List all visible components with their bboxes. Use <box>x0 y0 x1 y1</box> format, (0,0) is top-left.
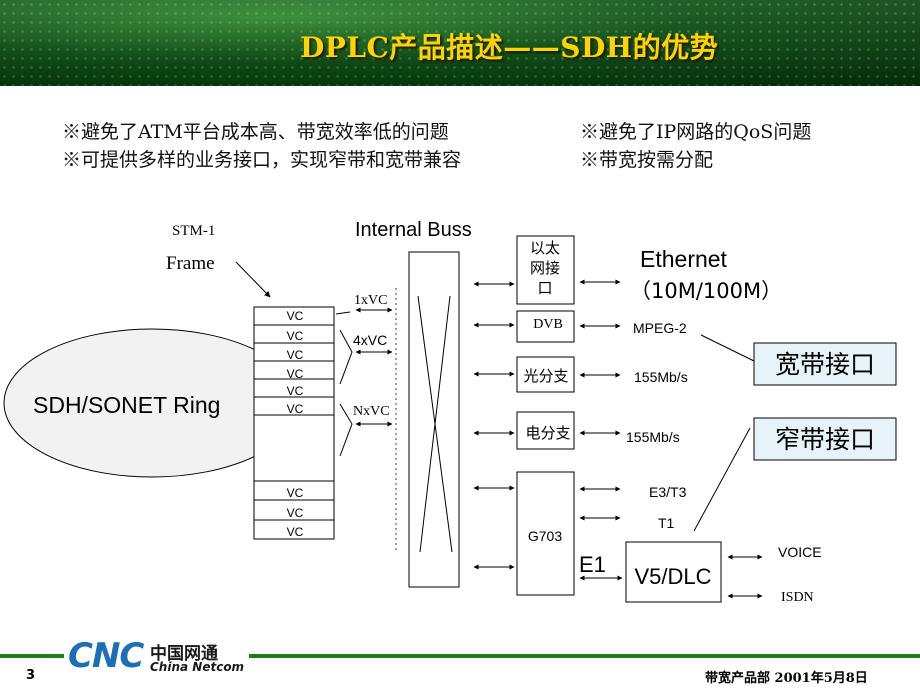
vc-label: VC <box>287 348 304 362</box>
optical-branch-label: 光分支 <box>523 367 568 385</box>
electrical-rate-label: 155Mb/s <box>626 429 680 445</box>
company-logo: CNC 中国网通 China Netcom <box>64 636 249 676</box>
e1-label: E1 <box>579 552 606 577</box>
bullet-list-right: ※避免了IP网路的QoS问题 ※带宽按需分配 <box>580 118 811 174</box>
link-1xvc-label: 1xVC <box>354 293 387 308</box>
internal-bus <box>408 251 460 588</box>
broadband-callout-line <box>700 334 755 362</box>
ethernet-speed-label: （10M/100M） <box>630 279 782 303</box>
dvb-box-label: DVB <box>533 317 563 332</box>
link-4xvc-bracket <box>339 329 353 385</box>
link-1xvc-bracket <box>335 311 351 315</box>
ethernet-box-text: 口 <box>537 279 552 297</box>
t1-label: T1 <box>658 515 675 531</box>
ethernet-label: Ethernet <box>640 246 728 272</box>
isdn-label: ISDN <box>781 590 814 605</box>
mpeg-label: MPEG-2 <box>633 320 687 336</box>
v5-dlc-box <box>625 541 722 603</box>
internal-buss-label: Internal Buss <box>355 219 472 241</box>
narrowband-callout-line <box>693 427 751 532</box>
link-nxvc-label: NxVC <box>353 404 390 419</box>
electrical-branch-box <box>516 411 575 450</box>
dvb-box <box>516 310 575 343</box>
vc-label: VC <box>287 525 304 539</box>
bullet-item: ※可提供多样的业务接口，实现窄带和宽带兼容 <box>62 149 462 171</box>
g703-label: G703 <box>528 528 562 544</box>
bullet-list-left: ※避免了ATM平台成本高、带宽效率低的问题 ※可提供多样的业务接口，实现窄带和宽… <box>62 118 461 174</box>
vc-label: VC <box>287 506 304 520</box>
ethernet-box-text: 以太 <box>530 239 560 257</box>
footer-department-date: 带宽产品部 2001年5月8日 <box>705 671 868 686</box>
footer-divider <box>0 654 920 658</box>
broadband-callout-text: 宽带接口 <box>775 350 875 379</box>
bullet-item: ※带宽按需分配 <box>580 149 714 171</box>
logo-wordmark: CNC <box>68 636 144 676</box>
optical-rate-label: 155Mb/s <box>634 369 688 385</box>
optical-branch-box <box>516 356 575 393</box>
broadband-callout <box>753 342 897 386</box>
ethernet-box-text: 网接 <box>530 259 560 277</box>
slide-title: DPLC产品描述——SDH的优势 <box>300 31 719 64</box>
vc-label: VC <box>287 367 304 381</box>
vc-slot <box>253 396 335 416</box>
stm1-label: STM-1 <box>172 223 215 239</box>
vc-label: VC <box>287 329 304 343</box>
narrowband-callout <box>753 417 897 461</box>
link-nxvc-bracket <box>339 403 353 457</box>
electrical-branch-label: 电分支 <box>525 424 570 442</box>
bus-cross-line <box>419 295 451 553</box>
vc-label: VC <box>287 309 304 323</box>
logo-english-name: China Netcom <box>150 660 245 674</box>
link-4xvc-label: 4xVC <box>353 332 387 348</box>
banner-shade <box>0 0 920 86</box>
vc-slots <box>253 306 335 540</box>
vc-label: VC <box>287 486 304 500</box>
bullet-item: ※避免了ATM平台成本高、带宽效率低的问题 <box>62 121 449 143</box>
frame-label: Frame <box>166 253 215 274</box>
voice-label: VOICE <box>778 544 822 560</box>
frame-pointer-arrow <box>235 261 271 298</box>
narrowband-callout-text: 窄带接口 <box>775 425 875 454</box>
bullet-item: ※避免了IP网路的QoS问题 <box>580 121 812 143</box>
ring-label: SDH/SONET Ring <box>33 392 220 418</box>
v5-dlc-label: V5/DLC <box>634 564 711 589</box>
banner-pattern <box>0 0 920 86</box>
e3t3-label: E3/T3 <box>649 484 687 500</box>
vc-label: VC <box>287 402 304 416</box>
header-banner: DPLC产品描述——SDH的优势 <box>0 0 920 86</box>
logo-chinese-name: 中国网通 <box>150 644 218 664</box>
g703-box <box>516 471 575 596</box>
ethernet-interface-box <box>516 235 575 305</box>
page-number: 3 <box>26 668 36 683</box>
vc-label: VC <box>287 384 304 398</box>
vc-slot <box>253 519 335 540</box>
